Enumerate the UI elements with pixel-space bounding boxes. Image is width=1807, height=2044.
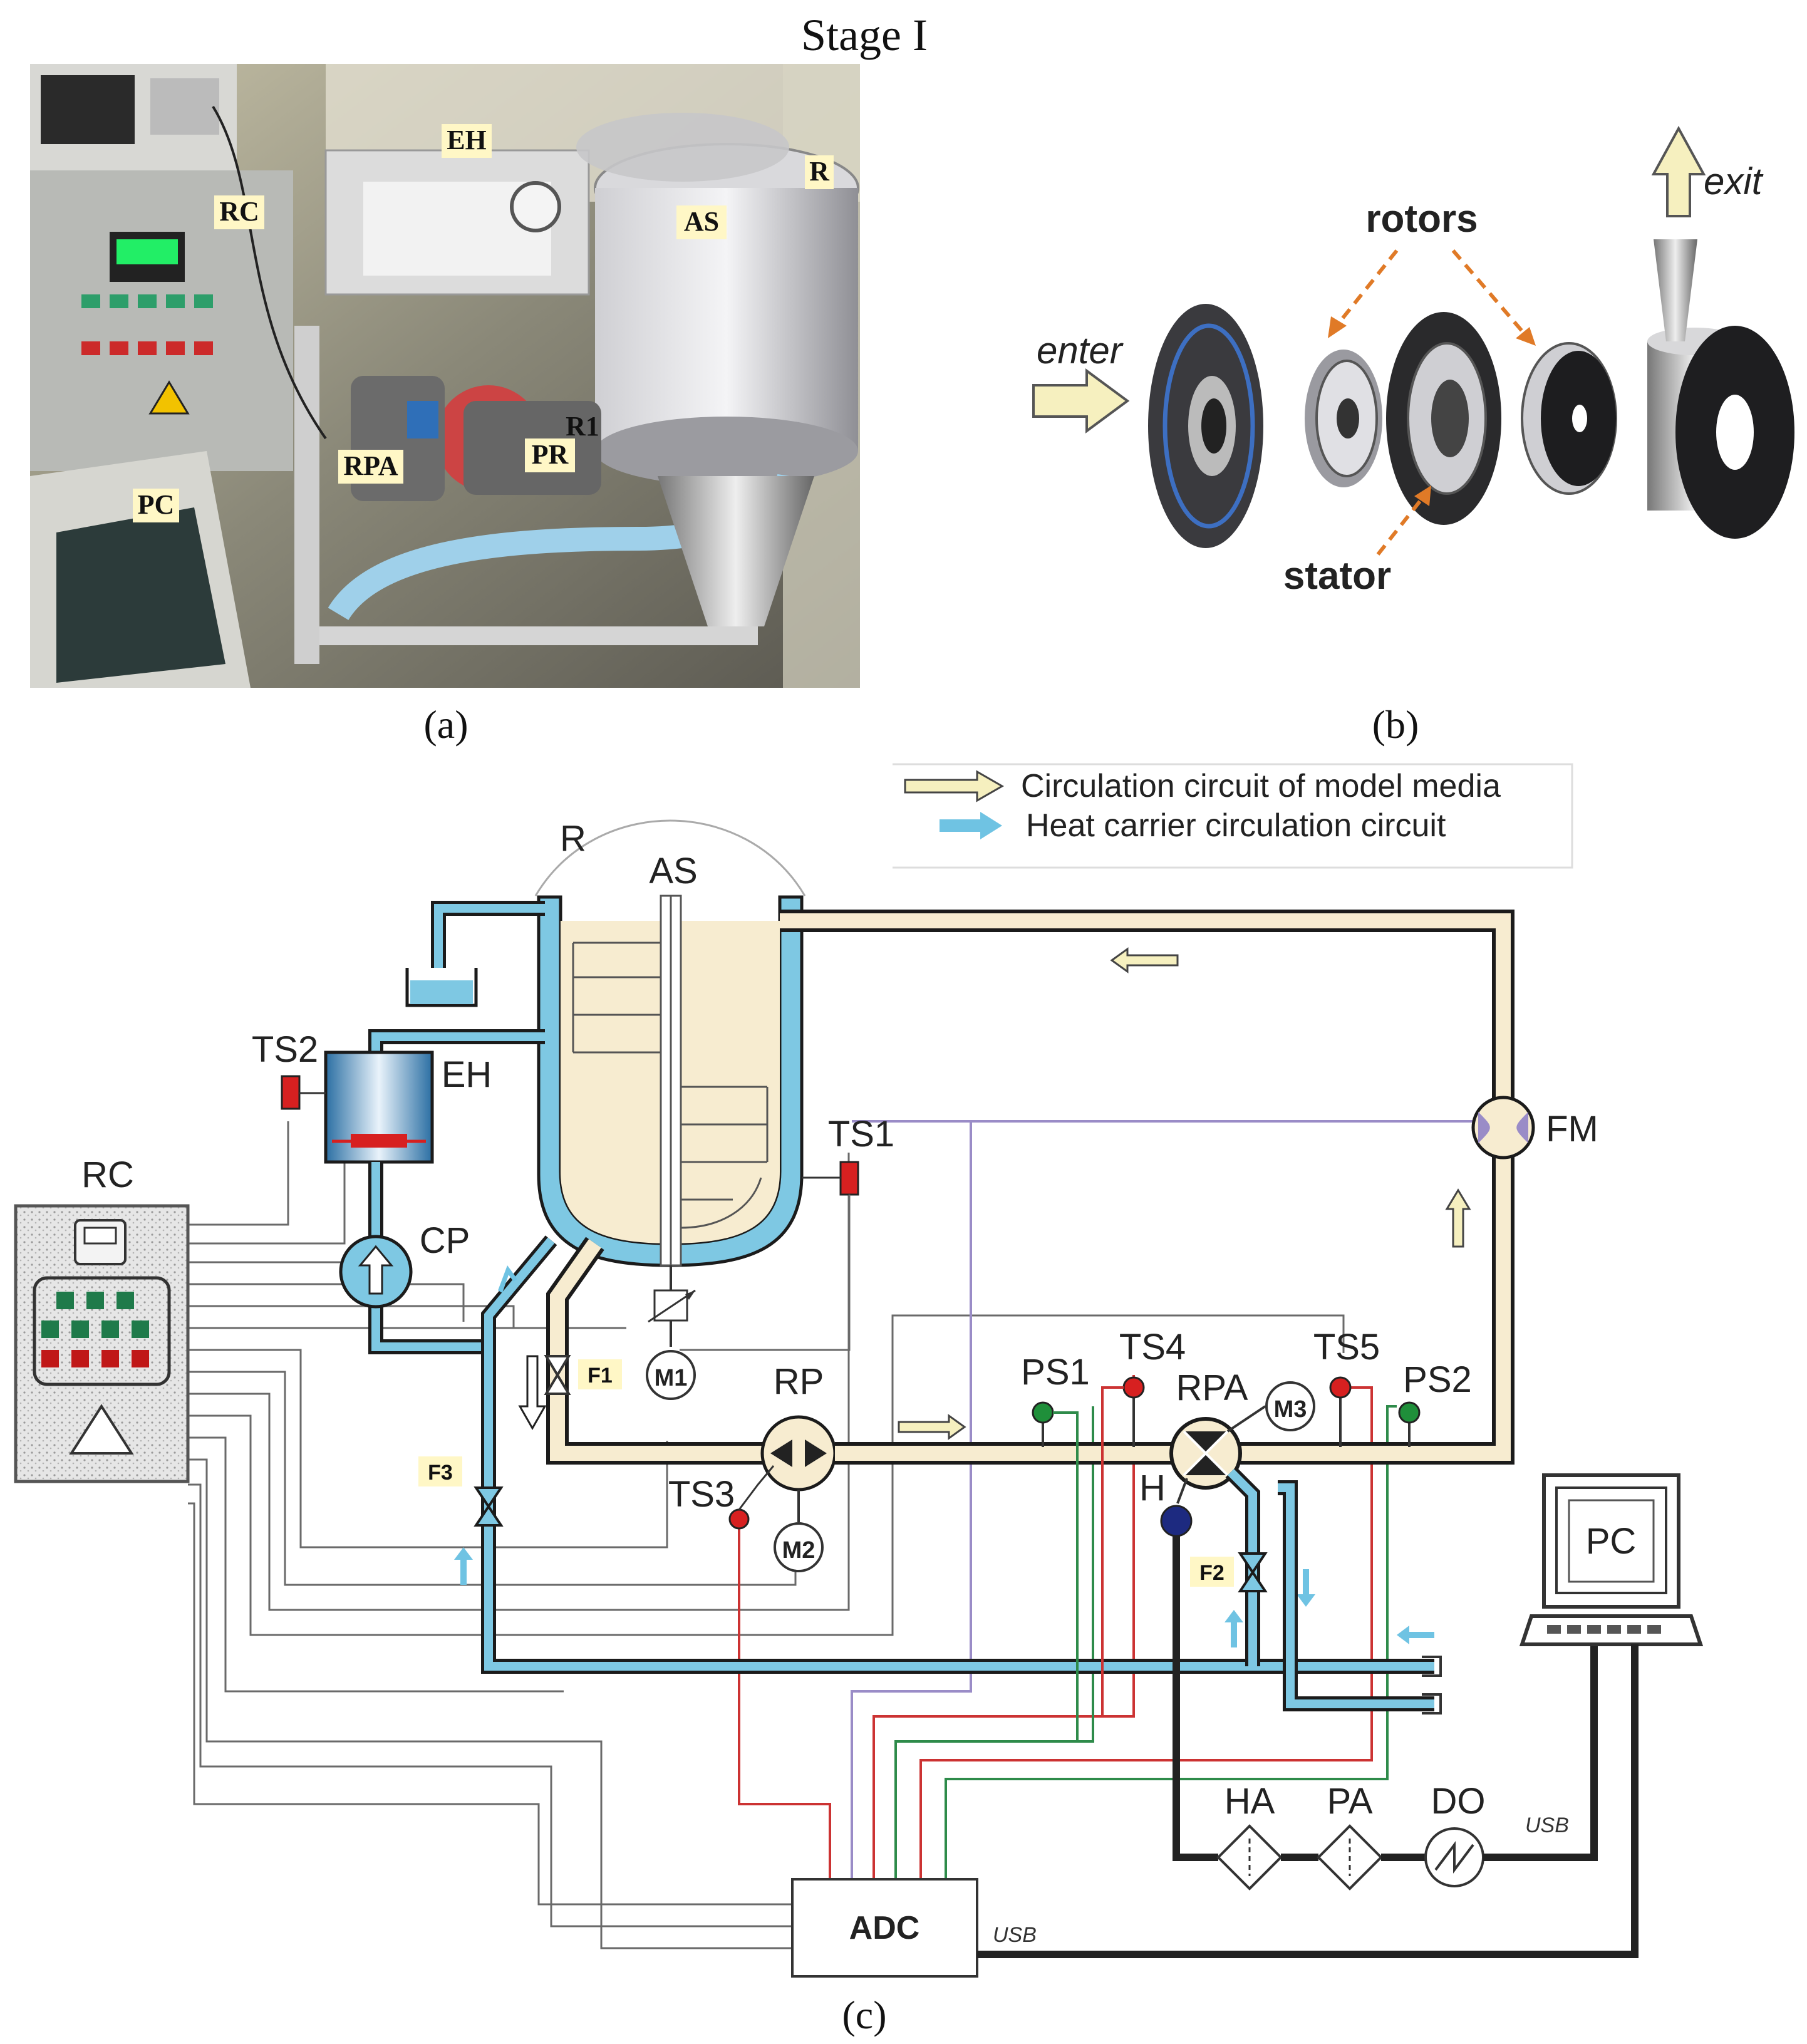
rc-cabinet [14,1204,190,1483]
caption-c: (c) [842,1993,886,2037]
photo-label-R: R [805,155,834,189]
media-up-arrow-icon [1445,1188,1471,1248]
sensor-wires [738,1120,1494,1879]
exit-label: exit [1704,160,1764,202]
schema-label-TS3: TS3 [668,1474,735,1515]
schema-label-F1: F1 [588,1364,613,1388]
schema-label-ADC: ADC [849,1910,920,1946]
schema-label-TS1: TS1 [828,1114,894,1154]
legend-heat-label: Heat carrier circulation circuit [1026,807,1446,844]
photo-label-RPA: RPA [338,450,403,484]
f3-valve-icon [474,1486,504,1527]
usb-label-do: USB [1525,1813,1569,1837]
caption-b: (b) [1372,702,1419,747]
caption-a: (a) [423,702,468,747]
media-right-arrow-icon [898,1414,966,1440]
schema-label-EH: EH [442,1054,492,1095]
photo-label-EH: EH [442,124,492,158]
schema-label-CP: CP [420,1220,470,1261]
svg-text:PC: PC [138,489,175,520]
usb-label-adc: USB [993,1923,1037,1947]
heat-arrow-5-icon [1397,1626,1434,1644]
panel-b-rotor-stator: enter exit rotors stator [1032,125,1794,598]
panel-a-photo: EH R RC AS RPA PR R1 PC [30,64,860,688]
fm-flowmeter [1471,1096,1535,1159]
enter-label: enter [1037,329,1124,371]
schema-label-F2: F2 [1199,1561,1225,1585]
schema-label-TS2: TS2 [252,1029,318,1070]
schema-label-RC: RC [81,1154,134,1195]
schema-label-PC: PC [1586,1521,1637,1562]
ts5-sensor [1329,1376,1352,1399]
schema-label-AS: AS [649,851,697,891]
panel-c-schematic: Circulation circuit of model media Heat … [14,763,1704,1978]
schema-label-M3: M3 [1274,1396,1307,1423]
schema-label-DO: DO [1431,1781,1486,1822]
svg-text:RC: RC [219,196,259,227]
ps2-sensor [1398,1401,1421,1424]
svg-text:RPA: RPA [343,450,398,481]
schema-label-M1: M1 [655,1365,688,1391]
svg-text:EH: EH [447,125,487,155]
schema-label-H: H [1139,1468,1166,1508]
schema-label-RPA: RPA [1176,1367,1248,1408]
schema-label-R: R [560,818,586,859]
schema-label-TS4: TS4 [1119,1327,1186,1367]
svg-text:R1: R1 [566,411,599,442]
f2-valve-icon [1238,1552,1268,1592]
m1-motor [646,1350,696,1400]
ts2-sensor [281,1075,301,1110]
m3-motor [1265,1381,1315,1431]
figure-title: Stage I [801,10,928,60]
svg-text:AS: AS [684,206,719,237]
do-oscilloscope [1424,1827,1484,1887]
ts1-sensor [839,1161,859,1196]
media-down-arrow-icon [518,1355,547,1431]
stator-label: stator [1283,554,1391,598]
schema-label-M2: M2 [782,1537,815,1564]
photo-label-R1: R1 [566,411,599,442]
exit-arrow-icon [1651,125,1706,217]
cp-up-arrow-icon [358,1245,394,1295]
pc-computer [1519,1473,1704,1646]
heat-arrow-4-icon [1297,1569,1315,1607]
svg-text:R: R [809,156,830,187]
heat-arrow-3-icon [1225,1610,1243,1647]
f1-valve-icon [544,1355,571,1395]
legend-media-arrow-icon [904,770,1005,802]
ts4-sensor [1122,1376,1145,1399]
schema-label-RP: RP [774,1361,824,1402]
rotors-label: rotors [1365,197,1478,241]
schema-label-PS1: PS1 [1021,1352,1090,1393]
ha-amplifier [1216,1824,1283,1891]
heat-arrow-2-icon [454,1547,473,1585]
schema-label-F3: F3 [428,1461,453,1485]
schema-label-PS2: PS2 [1403,1359,1472,1400]
m2-motor [774,1522,824,1572]
legend-media-label: Circulation circuit of model media [1021,768,1501,804]
h-hydrophone [1160,1505,1193,1537]
legend-heat-arrow-icon [940,812,1002,839]
photo-label-AS: AS [676,205,727,239]
schema-label-HA: HA [1225,1781,1275,1822]
photo-label-PC: PC [133,489,179,522]
legend: Circulation circuit of model media Heat … [893,763,1573,869]
ps1-sensor [1032,1401,1054,1424]
schema-label-TS5: TS5 [1313,1327,1380,1367]
photo-label-RC: RC [214,195,264,229]
photo-label-PR: PR [525,438,575,472]
adc-converter [791,1878,978,1978]
pa-amplifier [1317,1824,1383,1891]
schema-label-PA: PA [1327,1781,1372,1822]
svg-text:PR: PR [532,439,569,470]
media-left-arrow-icon [1110,947,1179,973]
heat-arrow-1-icon [498,1265,517,1293]
schema-label-FM: FM [1546,1109,1598,1149]
enter-arrow-icon [1032,368,1130,433]
